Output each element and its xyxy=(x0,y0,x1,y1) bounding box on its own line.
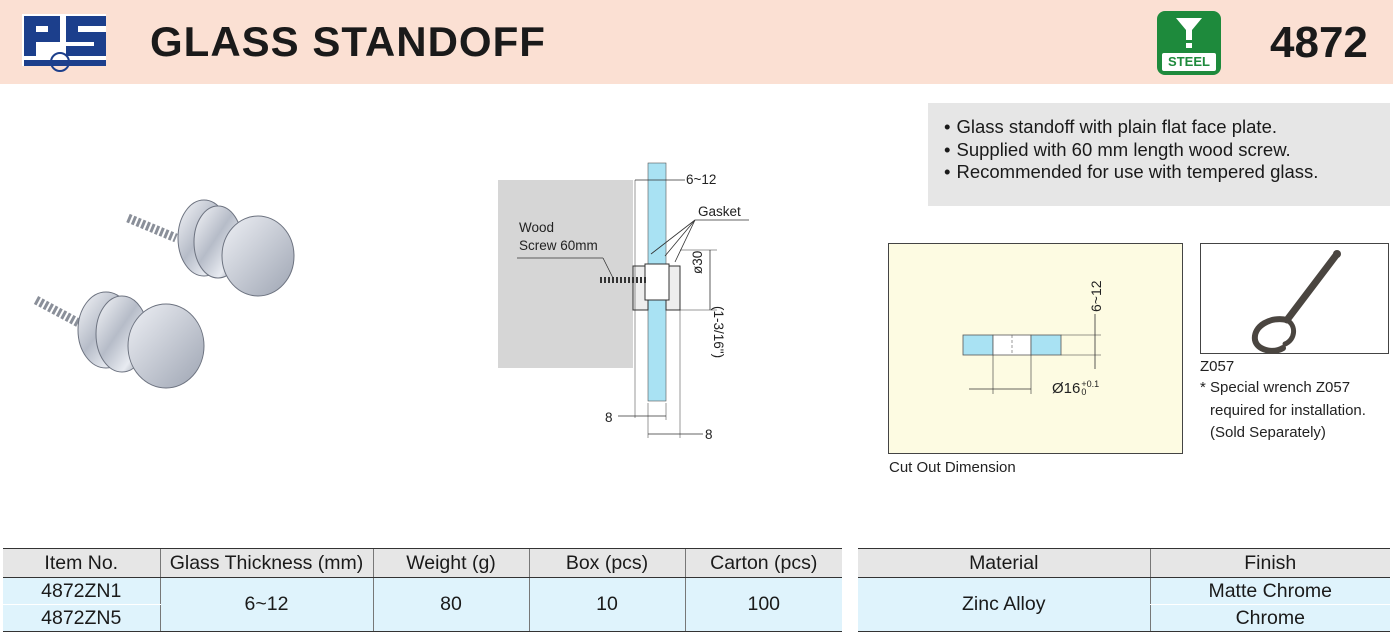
wrench-note-line: required for installation. xyxy=(1210,401,1366,419)
right-offset-dim: 8 xyxy=(705,427,713,442)
carton-cell: 100 xyxy=(684,577,842,632)
glass-thickness-dim: 6~12 xyxy=(686,172,717,187)
diameter-dim: ø30 xyxy=(690,250,705,274)
feature-list: Glass standoff with plain flat face plat… xyxy=(928,103,1390,206)
feature-item: Recommended for use with tempered glass. xyxy=(944,161,1390,184)
wrench-icon xyxy=(1251,250,1341,354)
cutout-drawing xyxy=(962,314,1101,394)
glass-thickness-cell: 6~12 xyxy=(159,577,373,632)
wood-screw-label-line1: Wood xyxy=(519,220,555,235)
diameter-inch-dim: (1-3/16") xyxy=(711,306,726,359)
wrench-note-line: (Sold Separately) xyxy=(1210,424,1326,441)
page-title: GLASS STANDOFF xyxy=(150,18,546,65)
weight-cell: 80 xyxy=(372,577,529,632)
wood-screw-label-line2: Screw 60mm xyxy=(519,238,598,253)
wrench-note: * Special wrench Z057 required for insta… xyxy=(1200,377,1366,445)
gasket-label: Gasket xyxy=(698,204,741,219)
col-header: Material xyxy=(858,548,1150,578)
feature-item: Supplied with 60 mm length wood screw. xyxy=(944,139,1390,162)
wrench-code: Z057 xyxy=(1200,358,1235,375)
col-header: Item No. xyxy=(3,548,160,578)
wrench-note-line: * Special wrench Z057 xyxy=(1200,379,1351,396)
technical-drawing xyxy=(498,162,749,438)
table-row: 4872ZN5 xyxy=(3,604,842,632)
cutout-diagram xyxy=(888,243,1183,454)
table-header-row: Material Finish xyxy=(858,548,1390,578)
item-no-cell: 4872ZN1 xyxy=(3,577,160,605)
steel-badge-icon xyxy=(1157,11,1221,75)
cutout-tol-upper: +0.1 xyxy=(1081,379,1100,389)
table-row: Zinc Alloy Matte Chrome xyxy=(858,577,1390,632)
cutout-caption: Cut Out Dimension xyxy=(889,459,1016,476)
spec-table: Item No. Glass Thickness (mm) Weight (g)… xyxy=(3,548,842,632)
standoff-front xyxy=(33,291,205,389)
wrench-image xyxy=(1200,243,1389,354)
item-no-cell: 4872ZN5 xyxy=(3,604,160,632)
col-header: Weight (g) xyxy=(372,548,529,578)
table-header-row: Item No. Glass Thickness (mm) Weight (g)… xyxy=(3,548,842,578)
steel-badge-label: STEEL xyxy=(1168,54,1210,69)
header-band: GLASS STANDOFF STEEL 4872 xyxy=(0,0,1393,84)
cutout-thickness-dim: 6~12 xyxy=(1088,280,1104,312)
col-header: Carton (pcs) xyxy=(684,548,842,578)
ps-logo-icon xyxy=(22,14,106,72)
finish-cell: Matte Chrome xyxy=(1149,577,1390,605)
table-row: Chrome xyxy=(858,604,1390,632)
col-header: Glass Thickness (mm) xyxy=(159,548,373,578)
standoff-back xyxy=(126,199,295,297)
col-header: Finish xyxy=(1149,548,1390,578)
table-row: 4872ZN1 6~12 80 10 100 xyxy=(3,577,842,632)
finish-cell: Chrome xyxy=(1149,604,1390,632)
material-table: Material Finish Zinc Alloy Matte Chrome … xyxy=(858,548,1390,632)
feature-item: Glass standoff with plain flat face plat… xyxy=(944,116,1390,139)
model-number: 4872 xyxy=(1270,18,1368,67)
left-offset-dim: 8 xyxy=(605,410,613,425)
col-header: Box (pcs) xyxy=(528,548,685,578)
cutout-tol-lower: 0 xyxy=(1081,387,1087,397)
product-photo xyxy=(33,199,295,389)
box-cell: 10 xyxy=(528,577,685,632)
material-cell: Zinc Alloy xyxy=(858,577,1150,632)
